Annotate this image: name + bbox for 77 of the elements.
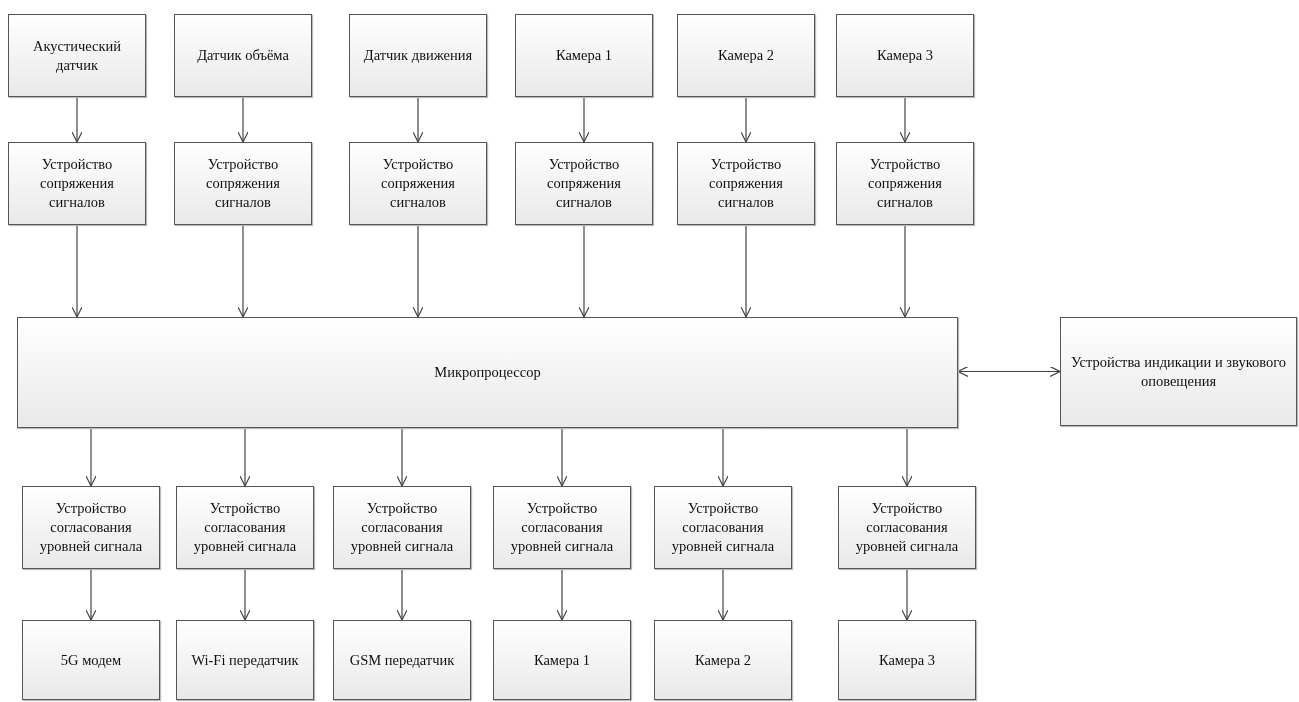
box-label: Устройство сопряжения сигналов xyxy=(380,155,456,212)
arrow xyxy=(85,427,97,487)
box-label: Устройство сопряжения сигналов xyxy=(708,155,784,212)
box-label: GSM передатчик xyxy=(348,650,456,670)
arrow xyxy=(412,96,424,143)
box-label: Устройство сопряжения сигналов xyxy=(546,155,622,212)
process-box xyxy=(654,620,792,700)
process-box xyxy=(17,317,958,428)
arrow xyxy=(717,568,729,621)
process-box xyxy=(515,142,653,225)
process-box xyxy=(677,142,815,225)
process-box xyxy=(515,14,653,97)
box-label: Камера 3 xyxy=(877,650,937,670)
process-box xyxy=(349,142,487,225)
box-label: Устройства индикации и звукового оповещения xyxy=(1069,352,1288,391)
process-box xyxy=(174,14,312,97)
arrow xyxy=(556,427,568,487)
process-box xyxy=(493,486,631,569)
process-box xyxy=(8,142,146,225)
process-box xyxy=(8,14,146,97)
box-label: 5G модем xyxy=(59,650,123,670)
box-label: Камера 2 xyxy=(693,650,753,670)
box-label: Устройство сопряжения сигналов xyxy=(867,155,943,212)
process-box xyxy=(349,14,487,97)
process-box xyxy=(176,620,314,700)
arrow xyxy=(396,427,408,487)
arrow xyxy=(239,568,251,621)
process-box xyxy=(176,486,314,569)
arrow xyxy=(85,568,97,621)
process-box xyxy=(22,620,160,700)
process-box xyxy=(493,620,631,700)
arrow xyxy=(901,427,913,487)
process-box xyxy=(333,486,471,569)
box-label: Устройство сопряжения сигналов xyxy=(39,155,115,212)
arrow xyxy=(578,96,590,143)
arrow xyxy=(901,568,913,621)
process-box xyxy=(333,620,471,700)
process-box xyxy=(838,620,976,700)
box-label: Устройство согласования уровней сигнала xyxy=(670,499,776,556)
process-box xyxy=(836,142,974,225)
box-label: Устройство согласования уровней сигнала xyxy=(38,499,144,556)
process-box xyxy=(836,14,974,97)
arrow xyxy=(412,224,424,318)
box-label: Устройство согласования уровней сигнала xyxy=(349,499,455,556)
box-label: Устройство сопряжения сигналов xyxy=(205,155,281,212)
arrow xyxy=(717,427,729,487)
process-box xyxy=(654,486,792,569)
box-label: Устройство согласования уровней сигнала xyxy=(192,499,298,556)
box-label: Устройство согласования уровней сигнала xyxy=(509,499,615,556)
box-label: Камера 1 xyxy=(554,46,614,65)
process-box xyxy=(1060,317,1297,426)
arrow xyxy=(71,96,83,143)
process-box xyxy=(838,486,976,569)
box-label: Датчик объёма xyxy=(196,46,290,65)
arrow xyxy=(237,96,249,143)
box-label: Камера 2 xyxy=(716,46,776,65)
process-box xyxy=(22,486,160,569)
process-box xyxy=(677,14,815,97)
arrow xyxy=(239,427,251,487)
arrow xyxy=(237,224,249,318)
arrow xyxy=(899,224,911,318)
process-box xyxy=(174,142,312,225)
box-label: Wi-Fi передатчик xyxy=(190,650,300,670)
arrow xyxy=(396,568,408,621)
arrow xyxy=(71,224,83,318)
box-label: Камера 3 xyxy=(875,46,935,65)
box-label: Акустический датчик xyxy=(31,36,123,75)
arrow xyxy=(740,224,752,318)
arrow xyxy=(740,96,752,143)
box-label: Камера 1 xyxy=(532,650,592,670)
box-label: Устройство согласования уровней сигнала xyxy=(854,499,960,556)
box-label: Датчик движения xyxy=(362,46,474,65)
arrow xyxy=(578,224,590,318)
arrow xyxy=(957,365,1061,378)
arrow xyxy=(556,568,568,621)
arrow xyxy=(899,96,911,143)
box-label: Микропроцессор xyxy=(433,363,542,382)
